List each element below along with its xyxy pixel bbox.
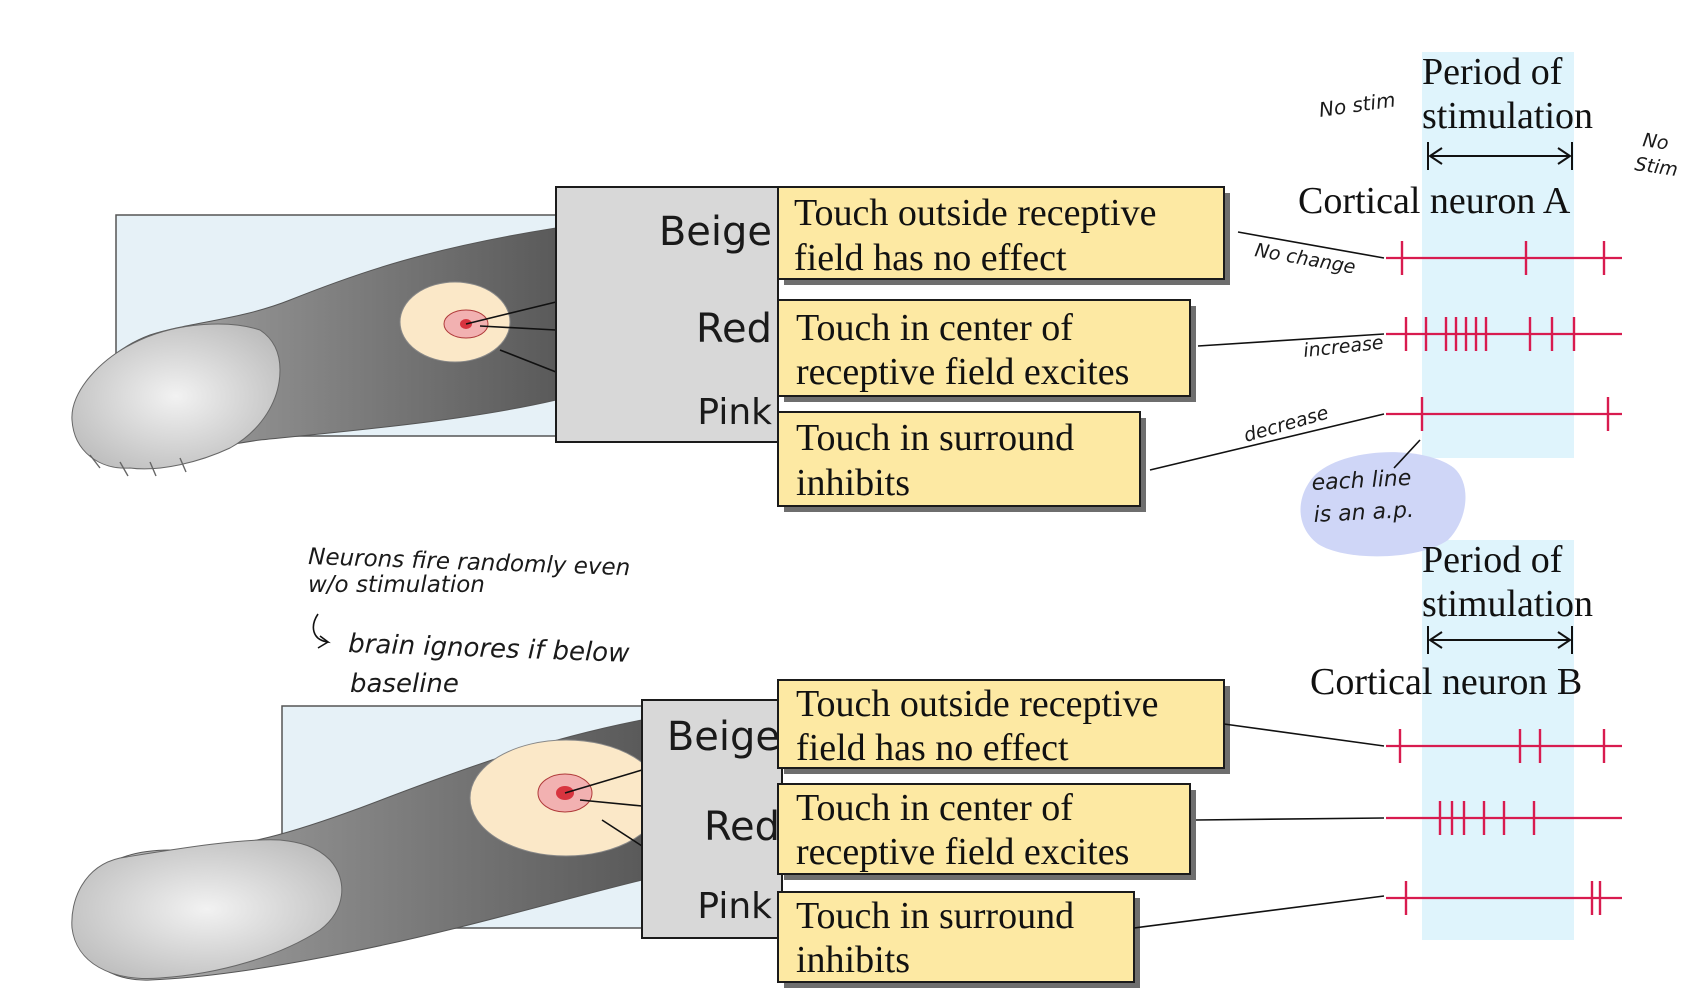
box-outside-line1-b: Touch outside receptive — [796, 683, 1158, 725]
box-center-line1-a: Touch in center of — [796, 307, 1073, 349]
region-key-box-b — [641, 699, 783, 939]
box-outside-line2-b: field has no effect — [796, 727, 1069, 769]
box-surround-b — [777, 891, 1135, 983]
neuron-title-a: Cortical neuron A — [1298, 180, 1571, 222]
region-key-box-a — [555, 186, 779, 443]
stim-title-line1-b: Period of — [1422, 539, 1563, 581]
stimulation-band-a — [1422, 52, 1574, 458]
stimulation-band-b — [1422, 540, 1574, 940]
box-center-b — [777, 783, 1191, 875]
stimulation-arrow-b — [1427, 626, 1573, 654]
box-surround-line2-b: inhibits — [796, 939, 910, 981]
note-random-2: w/o stimulation — [308, 572, 485, 598]
side-notes: Neurons fire randomly even w/o stimulati… — [308, 544, 631, 699]
note-decrease: decrease — [1241, 402, 1331, 447]
box-surround-a — [777, 411, 1141, 507]
note-no-change: No change — [1253, 239, 1357, 278]
stim-title-line2-a: stimulation — [1422, 95, 1593, 137]
neuron-title-b: Cortical neuron B — [1310, 661, 1582, 703]
note-ignore-2: baseline — [350, 669, 459, 699]
note-no-stim-right-2: Stim — [1633, 153, 1679, 181]
box-center-a — [777, 299, 1191, 397]
stimulation-arrow-a — [1427, 142, 1573, 170]
box-surround-line1-b: Touch in surround — [796, 895, 1074, 937]
stim-title-line1-a: Period of — [1422, 51, 1563, 93]
spike-marks-b — [1398, 729, 1606, 915]
paw-illustration-a — [71, 323, 281, 470]
stim-title-line2-b: stimulation — [1422, 583, 1593, 625]
spike-marks-a — [1400, 241, 1610, 431]
label-beige-a: Beige — [659, 209, 772, 255]
note-no-stim-right-1: No — [1641, 129, 1670, 154]
box-outside-b — [777, 679, 1225, 769]
box-outside-a — [777, 186, 1225, 280]
label-beige-b: Beige — [667, 714, 780, 760]
panel-b: Beige Red Pink Touch outside receptive f… — [71, 539, 1622, 988]
label-red-b: Red — [704, 804, 780, 850]
label-pink-b: Pink — [697, 886, 772, 927]
label-red-a: Red — [696, 306, 772, 352]
box-outside-line1-a: Touch outside receptive — [794, 192, 1156, 234]
note-each-line-2: is an a.p. — [1313, 498, 1415, 528]
box-outside-line2-a: field has no effect — [794, 237, 1067, 279]
box-center-line1-b: Touch in center of — [796, 787, 1073, 829]
box-surround-line2-a: inhibits — [796, 462, 910, 504]
label-pink-a: Pink — [697, 392, 772, 433]
panel-a: Beige Red Pink Touch outside receptive f… — [71, 51, 1679, 557]
box-center-line2-b: receptive field excites — [796, 831, 1129, 873]
note-no-stim-left: No stim — [1317, 87, 1396, 121]
note-increase: increase — [1302, 332, 1384, 362]
paw-illustration-b — [71, 839, 343, 980]
note-ignore-1: brain ignores if below — [348, 629, 631, 669]
box-center-line2-a: receptive field excites — [796, 351, 1129, 393]
box-surround-line1-a: Touch in surround — [796, 417, 1074, 459]
note-each-line-1: each line — [1311, 466, 1412, 496]
annotation-blob — [1300, 452, 1466, 557]
